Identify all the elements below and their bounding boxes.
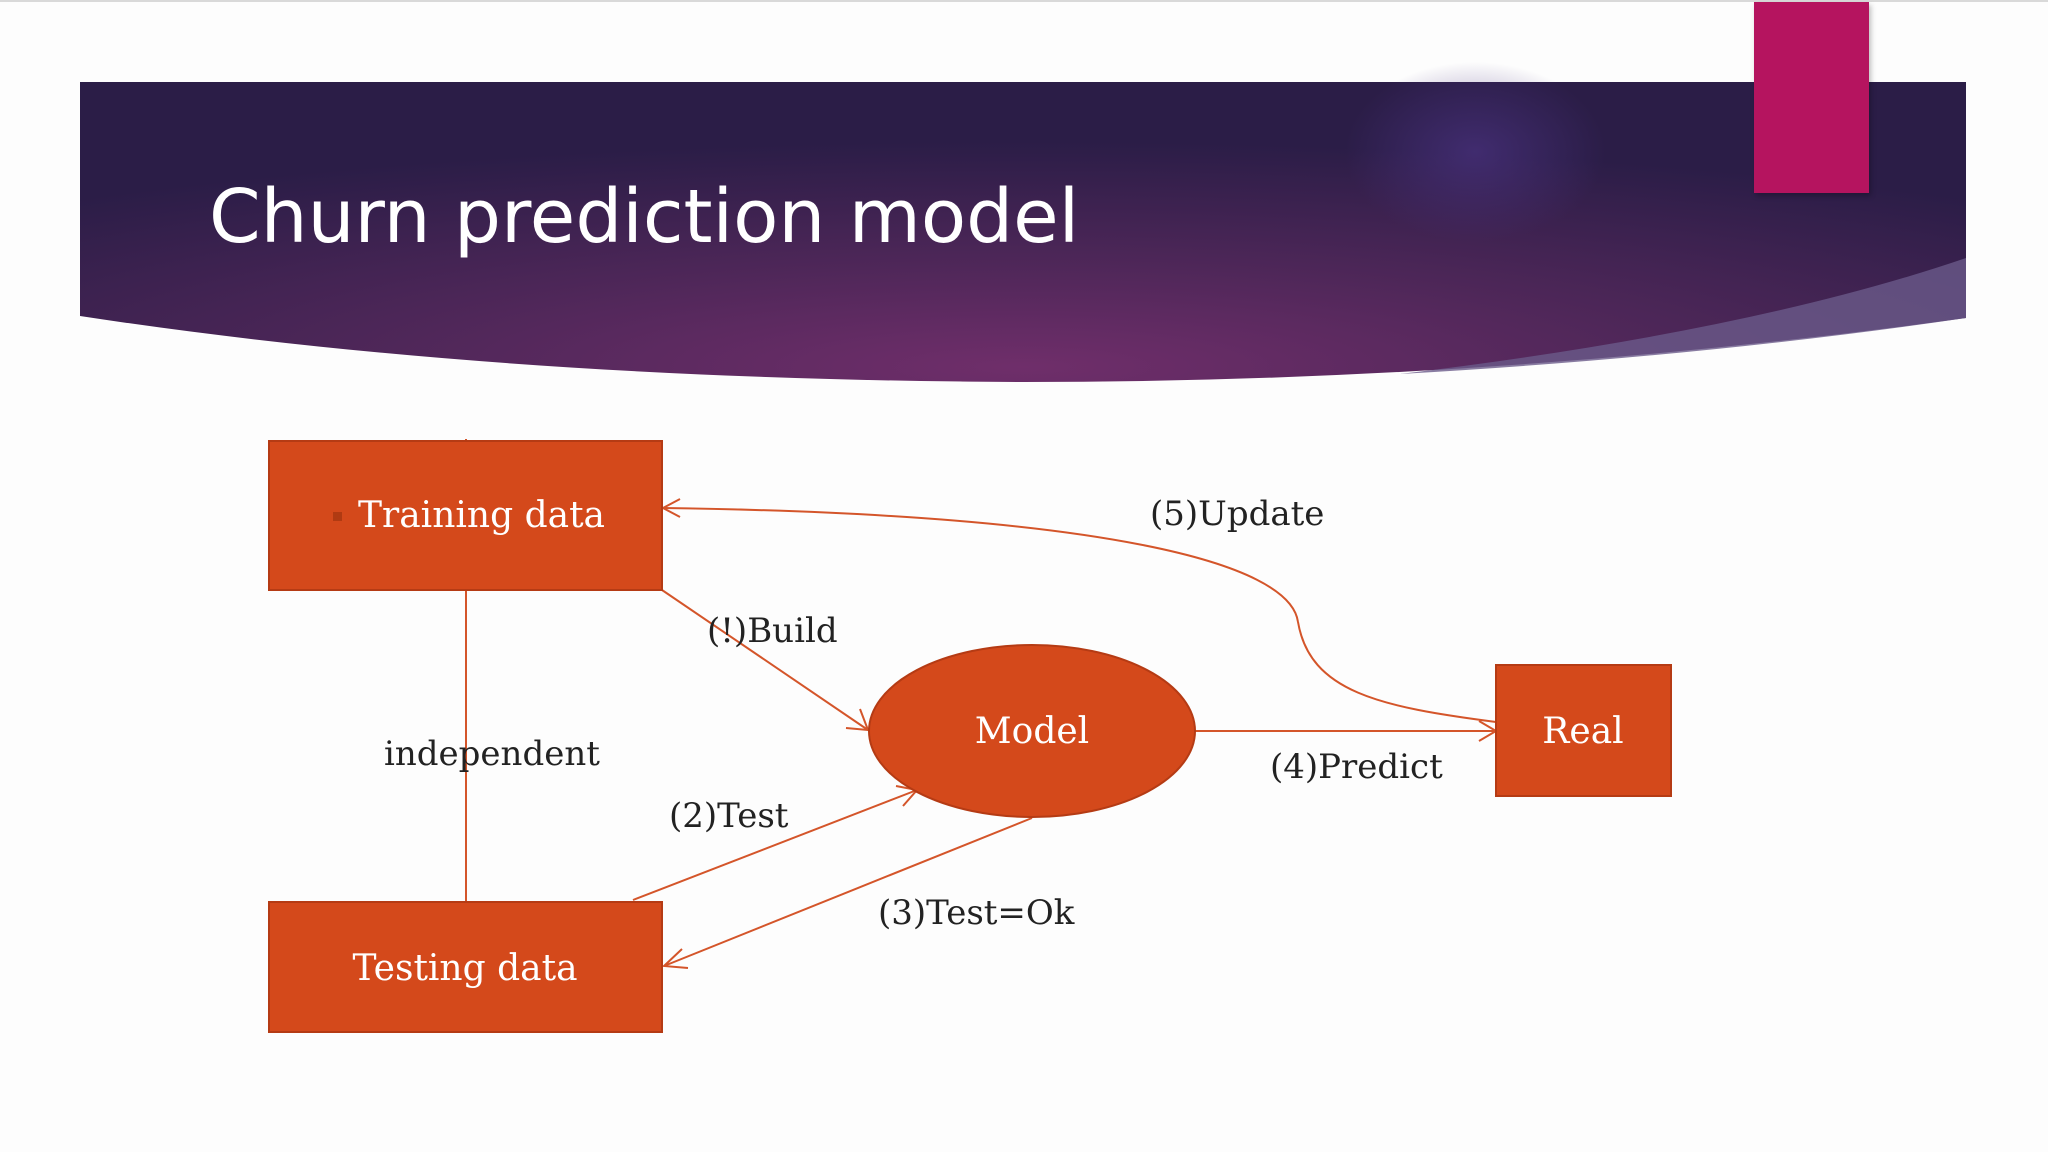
edge-build	[661, 589, 869, 731]
node-training-label: Training data	[358, 495, 605, 536]
accent-tab	[1754, 2, 1869, 193]
node-testing-data	[268, 901, 663, 1033]
node-model	[868, 644, 1196, 818]
label-test: (2)Test	[669, 796, 789, 836]
label-build: (!)Build	[707, 611, 838, 651]
node-model-label: Model	[975, 711, 1089, 752]
label-independent: independent	[384, 734, 600, 774]
title-banner	[80, 62, 1966, 382]
node-bullet-marker	[333, 512, 342, 521]
label-update: (5)Update	[1150, 494, 1324, 534]
label-predict: (4)Predict	[1270, 747, 1443, 787]
label-test-ok: (3)Test=Ok	[878, 893, 1075, 933]
node-real	[1495, 664, 1672, 797]
arrow-test-ok-head	[661, 948, 689, 969]
arrow-build-head	[845, 708, 870, 732]
edge-update	[662, 507, 1497, 723]
edge-test	[632, 789, 918, 901]
node-real-label: Real	[1542, 711, 1623, 752]
edge-test-ok	[663, 817, 1033, 967]
slide-title: Churn prediction model	[209, 174, 1080, 260]
node-testing-label: Testing data	[352, 948, 577, 989]
